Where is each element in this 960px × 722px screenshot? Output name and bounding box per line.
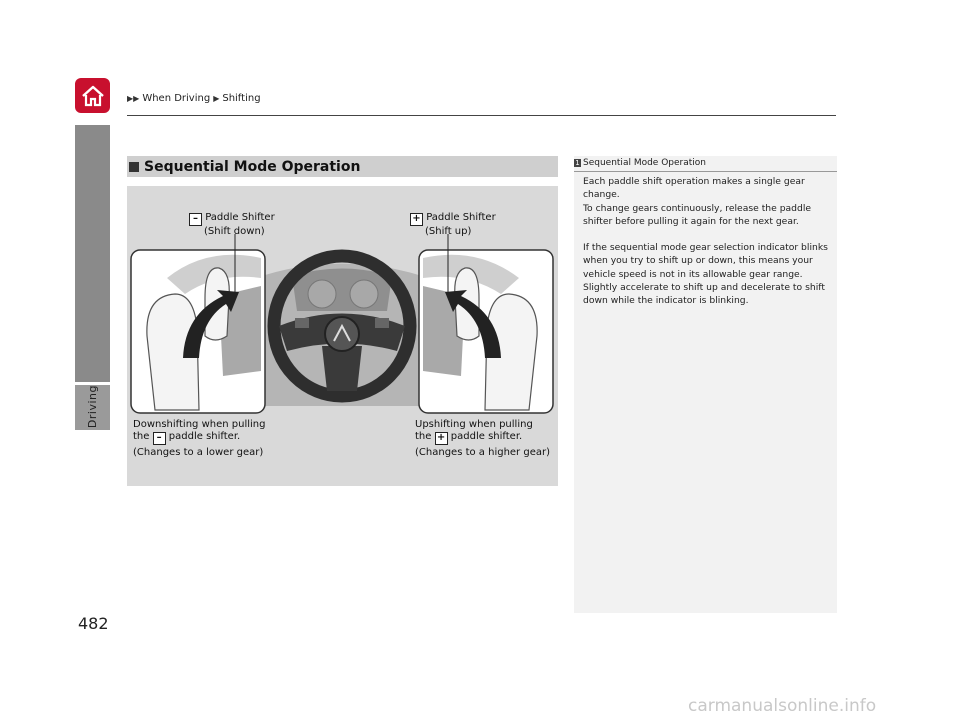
plus-key-icon: + bbox=[434, 432, 448, 445]
callout-text: shifter before pulling it again for the … bbox=[583, 215, 799, 227]
callout-text: If the sequential mode gear selection in… bbox=[583, 242, 828, 254]
breadcrumb-link-when-driving[interactable]: When Driving bbox=[142, 93, 211, 104]
downshift-caption-line3: (Changes to a lower gear) bbox=[133, 447, 264, 458]
callout-text: Slightly accelerate to shift up and dece… bbox=[583, 282, 825, 294]
upshift-caption-post: paddle shifter. bbox=[450, 431, 523, 442]
upshift-caption-pre: the bbox=[415, 431, 432, 442]
shift-up-label-line1: Paddle Shifter bbox=[426, 212, 496, 223]
callout-body: Each paddle shift operation makes a sing… bbox=[583, 175, 828, 308]
callout-text: To change gears continuously, release th… bbox=[583, 202, 812, 214]
upshift-caption: Upshifting when pulling the + paddle shi… bbox=[415, 419, 550, 459]
plus-key-icon: + bbox=[410, 213, 423, 226]
upshift-caption-line1: Upshifting when pulling bbox=[415, 419, 533, 430]
callout-text: down while the indicator is blinking. bbox=[583, 295, 749, 307]
home-button[interactable] bbox=[75, 78, 110, 113]
shift-down-label-line1: Paddle Shifter bbox=[205, 212, 275, 223]
section-title: Sequential Mode Operation bbox=[144, 158, 361, 175]
section-square-icon bbox=[129, 161, 139, 172]
downshift-caption-line1: Downshifting when pulling bbox=[133, 419, 266, 430]
callout-title[interactable]: Sequential Mode Operation bbox=[583, 158, 706, 168]
downshift-caption-pre: the bbox=[133, 431, 150, 442]
page-number: 482 bbox=[78, 614, 109, 633]
paragraph-gap bbox=[583, 228, 828, 241]
chapter-tab-label: Driving bbox=[86, 385, 99, 429]
minus-key-icon: – bbox=[189, 213, 202, 226]
shift-up-label: + Paddle Shifter (Shift up) bbox=[410, 212, 496, 238]
breadcrumb-link-shifting[interactable]: Shifting bbox=[222, 93, 261, 104]
callout-text: vehicle speed is not in its allowable ge… bbox=[583, 268, 803, 280]
callout-text: change. bbox=[583, 189, 620, 201]
paddle-shifter-illustration: – Paddle Shifter (Shift down) + Paddle S… bbox=[127, 186, 558, 486]
chapter-tab[interactable] bbox=[75, 125, 110, 382]
breadcrumb: ▶▶ When Driving ▶ Shifting bbox=[127, 93, 261, 104]
section-heading: Sequential Mode Operation bbox=[127, 156, 558, 177]
downshift-caption: Downshifting when pulling the – paddle s… bbox=[133, 419, 265, 459]
header-divider bbox=[127, 115, 836, 116]
home-icon bbox=[81, 85, 104, 106]
callout-text: Each paddle shift operation makes a sing… bbox=[583, 176, 805, 187]
callout-heading: 1 Sequential Mode Operation bbox=[574, 158, 706, 168]
watermark: carmanualsonline.info bbox=[688, 696, 877, 716]
steering-wheel-image bbox=[130, 234, 554, 414]
downshift-caption-line2: the – paddle shifter. bbox=[133, 431, 265, 445]
callout-divider bbox=[574, 171, 837, 172]
chapter-tab-active[interactable] bbox=[75, 385, 110, 430]
shift-down-label: – Paddle Shifter (Shift down) bbox=[189, 212, 275, 238]
minus-key-icon: – bbox=[152, 432, 166, 445]
upshift-caption-line3: (Changes to a higher gear) bbox=[415, 447, 550, 458]
shift-down-label-line2: (Shift down) bbox=[204, 226, 265, 237]
shift-up-label-line2: (Shift up) bbox=[425, 226, 472, 237]
callout-text: when you try to shift up or down, this m… bbox=[583, 255, 813, 267]
reference-icon: 1 bbox=[574, 159, 581, 167]
downshift-caption-post: paddle shifter. bbox=[168, 431, 241, 442]
upshift-caption-line2: the + paddle shifter. bbox=[415, 431, 550, 445]
breadcrumb-arrow-icon: ▶▶ bbox=[127, 94, 140, 103]
breadcrumb-arrow-icon: ▶ bbox=[213, 94, 220, 103]
note-callout: 1 Sequential Mode Operation Each paddle … bbox=[574, 156, 837, 613]
